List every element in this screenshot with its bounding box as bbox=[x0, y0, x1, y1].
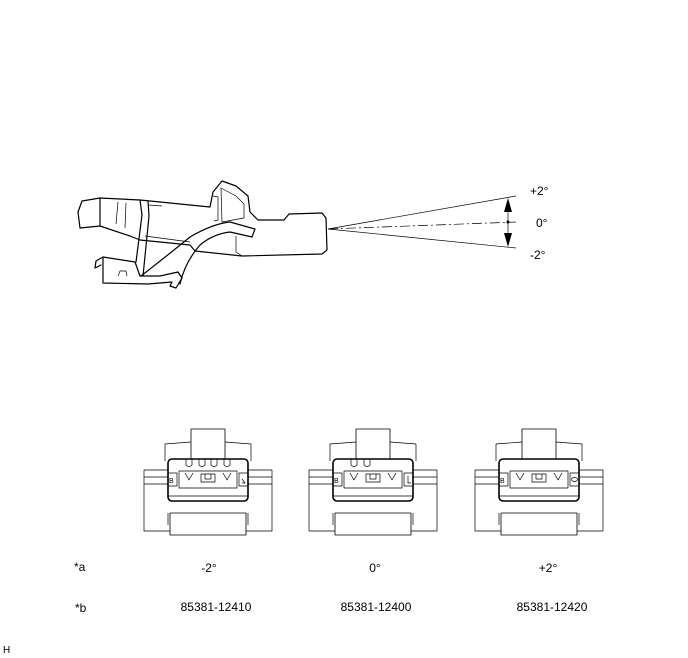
row-b-tag: *b bbox=[75, 601, 87, 615]
corner-mark: H bbox=[3, 645, 11, 656]
svg-text:B: B bbox=[169, 478, 174, 485]
row-b-value-3: 85381-12420 bbox=[516, 600, 588, 614]
svg-text:B: B bbox=[500, 478, 505, 485]
connector-side-view bbox=[77, 180, 517, 289]
row-b-value-2: 85381-12400 bbox=[340, 600, 412, 614]
connector-front-view-1: B bbox=[143, 428, 273, 536]
row-a-tag: *a bbox=[74, 560, 86, 574]
connector-front-view-2: B bbox=[308, 428, 438, 536]
angle-label-plus: +2° bbox=[530, 184, 549, 198]
connector-front-view-3: B bbox=[474, 428, 604, 536]
svg-text:B: B bbox=[334, 478, 339, 485]
row-b-value-1: 85381-12410 bbox=[180, 600, 252, 614]
row-a-value-1: -2° bbox=[201, 561, 217, 575]
angle-label-zero: 0° bbox=[536, 216, 548, 230]
row-a-value-2: 0° bbox=[369, 561, 381, 575]
row-a-value-3: +2° bbox=[538, 561, 558, 575]
angle-label-minus: -2° bbox=[530, 248, 546, 262]
